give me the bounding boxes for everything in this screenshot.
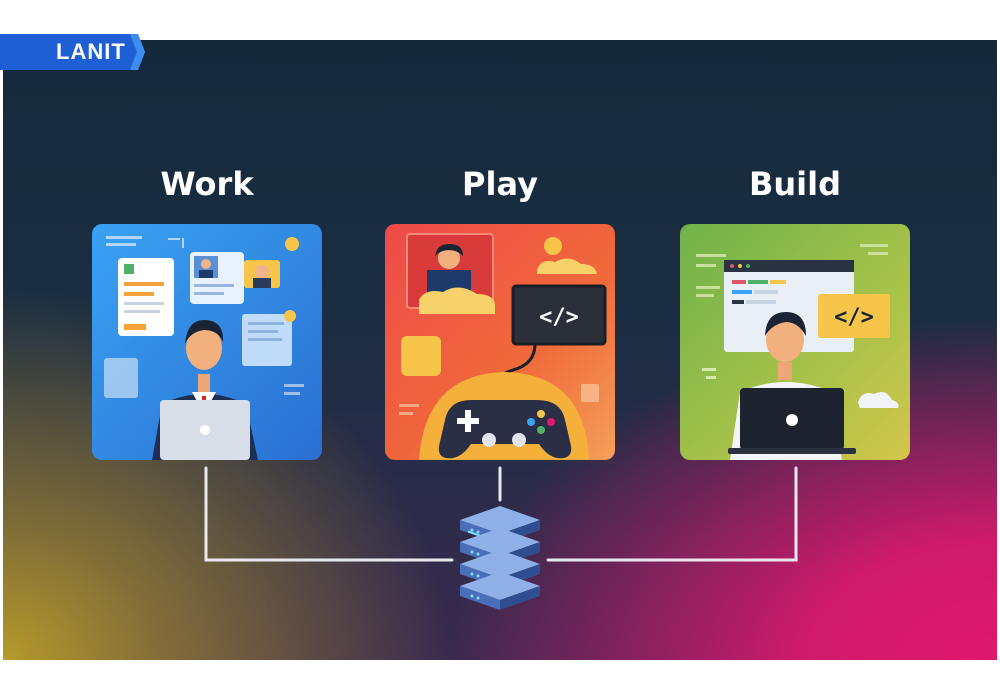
logo-text[interactable]: LANIT [56, 39, 126, 64]
svg-text:</>: </> [834, 305, 874, 330]
gamepad-code-illustration: </> [385, 224, 615, 460]
panel-play[interactable]: </> [385, 224, 615, 460]
heading-play: Play [462, 165, 538, 203]
panel-work[interactable] [92, 224, 322, 460]
developer-laptop-code-illustration: </> [680, 224, 910, 460]
office-worker-laptop-illustration [92, 224, 322, 460]
heading-work: Work [160, 165, 254, 203]
panel-build[interactable]: </> [680, 224, 910, 460]
heading-build: Build [748, 165, 841, 203]
server-stack-icon [460, 506, 540, 610]
svg-text:</>: </> [539, 305, 579, 330]
logo-banner [0, 34, 145, 70]
